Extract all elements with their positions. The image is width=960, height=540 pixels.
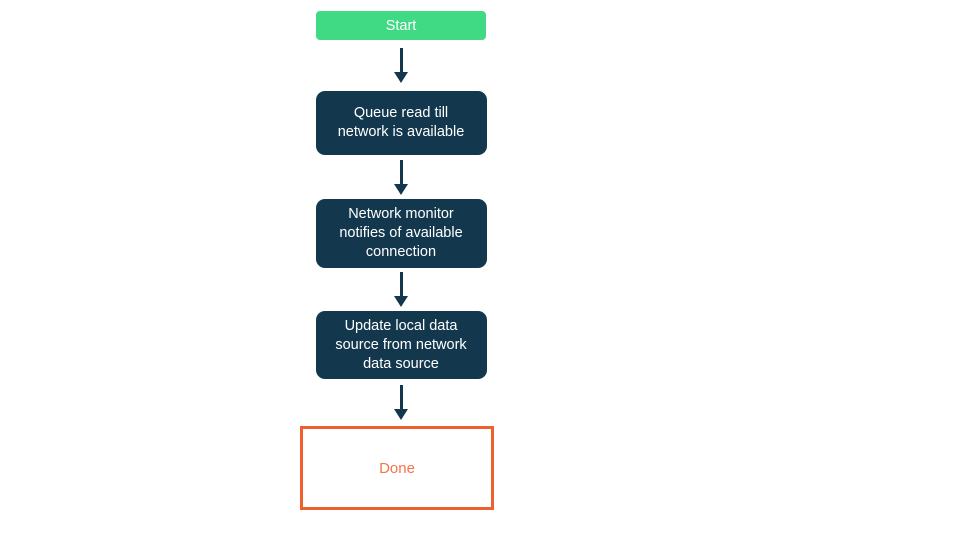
arrow-down-icon xyxy=(399,272,403,296)
flow-node-done: Done xyxy=(300,426,494,510)
arrow-down-icon xyxy=(399,385,403,409)
flow-node-network-monitor: Network monitor notifies of available co… xyxy=(315,199,487,268)
flow-node-update-local: Update local data source from network da… xyxy=(315,311,487,379)
arrow-down-icon xyxy=(399,48,403,72)
flow-node-start: Start xyxy=(316,11,486,40)
flow-node-queue-read: Queue read till network is available xyxy=(315,91,487,155)
flow-column: Start Queue read till network is availab… xyxy=(300,0,501,510)
arrow-down-icon xyxy=(399,160,403,184)
